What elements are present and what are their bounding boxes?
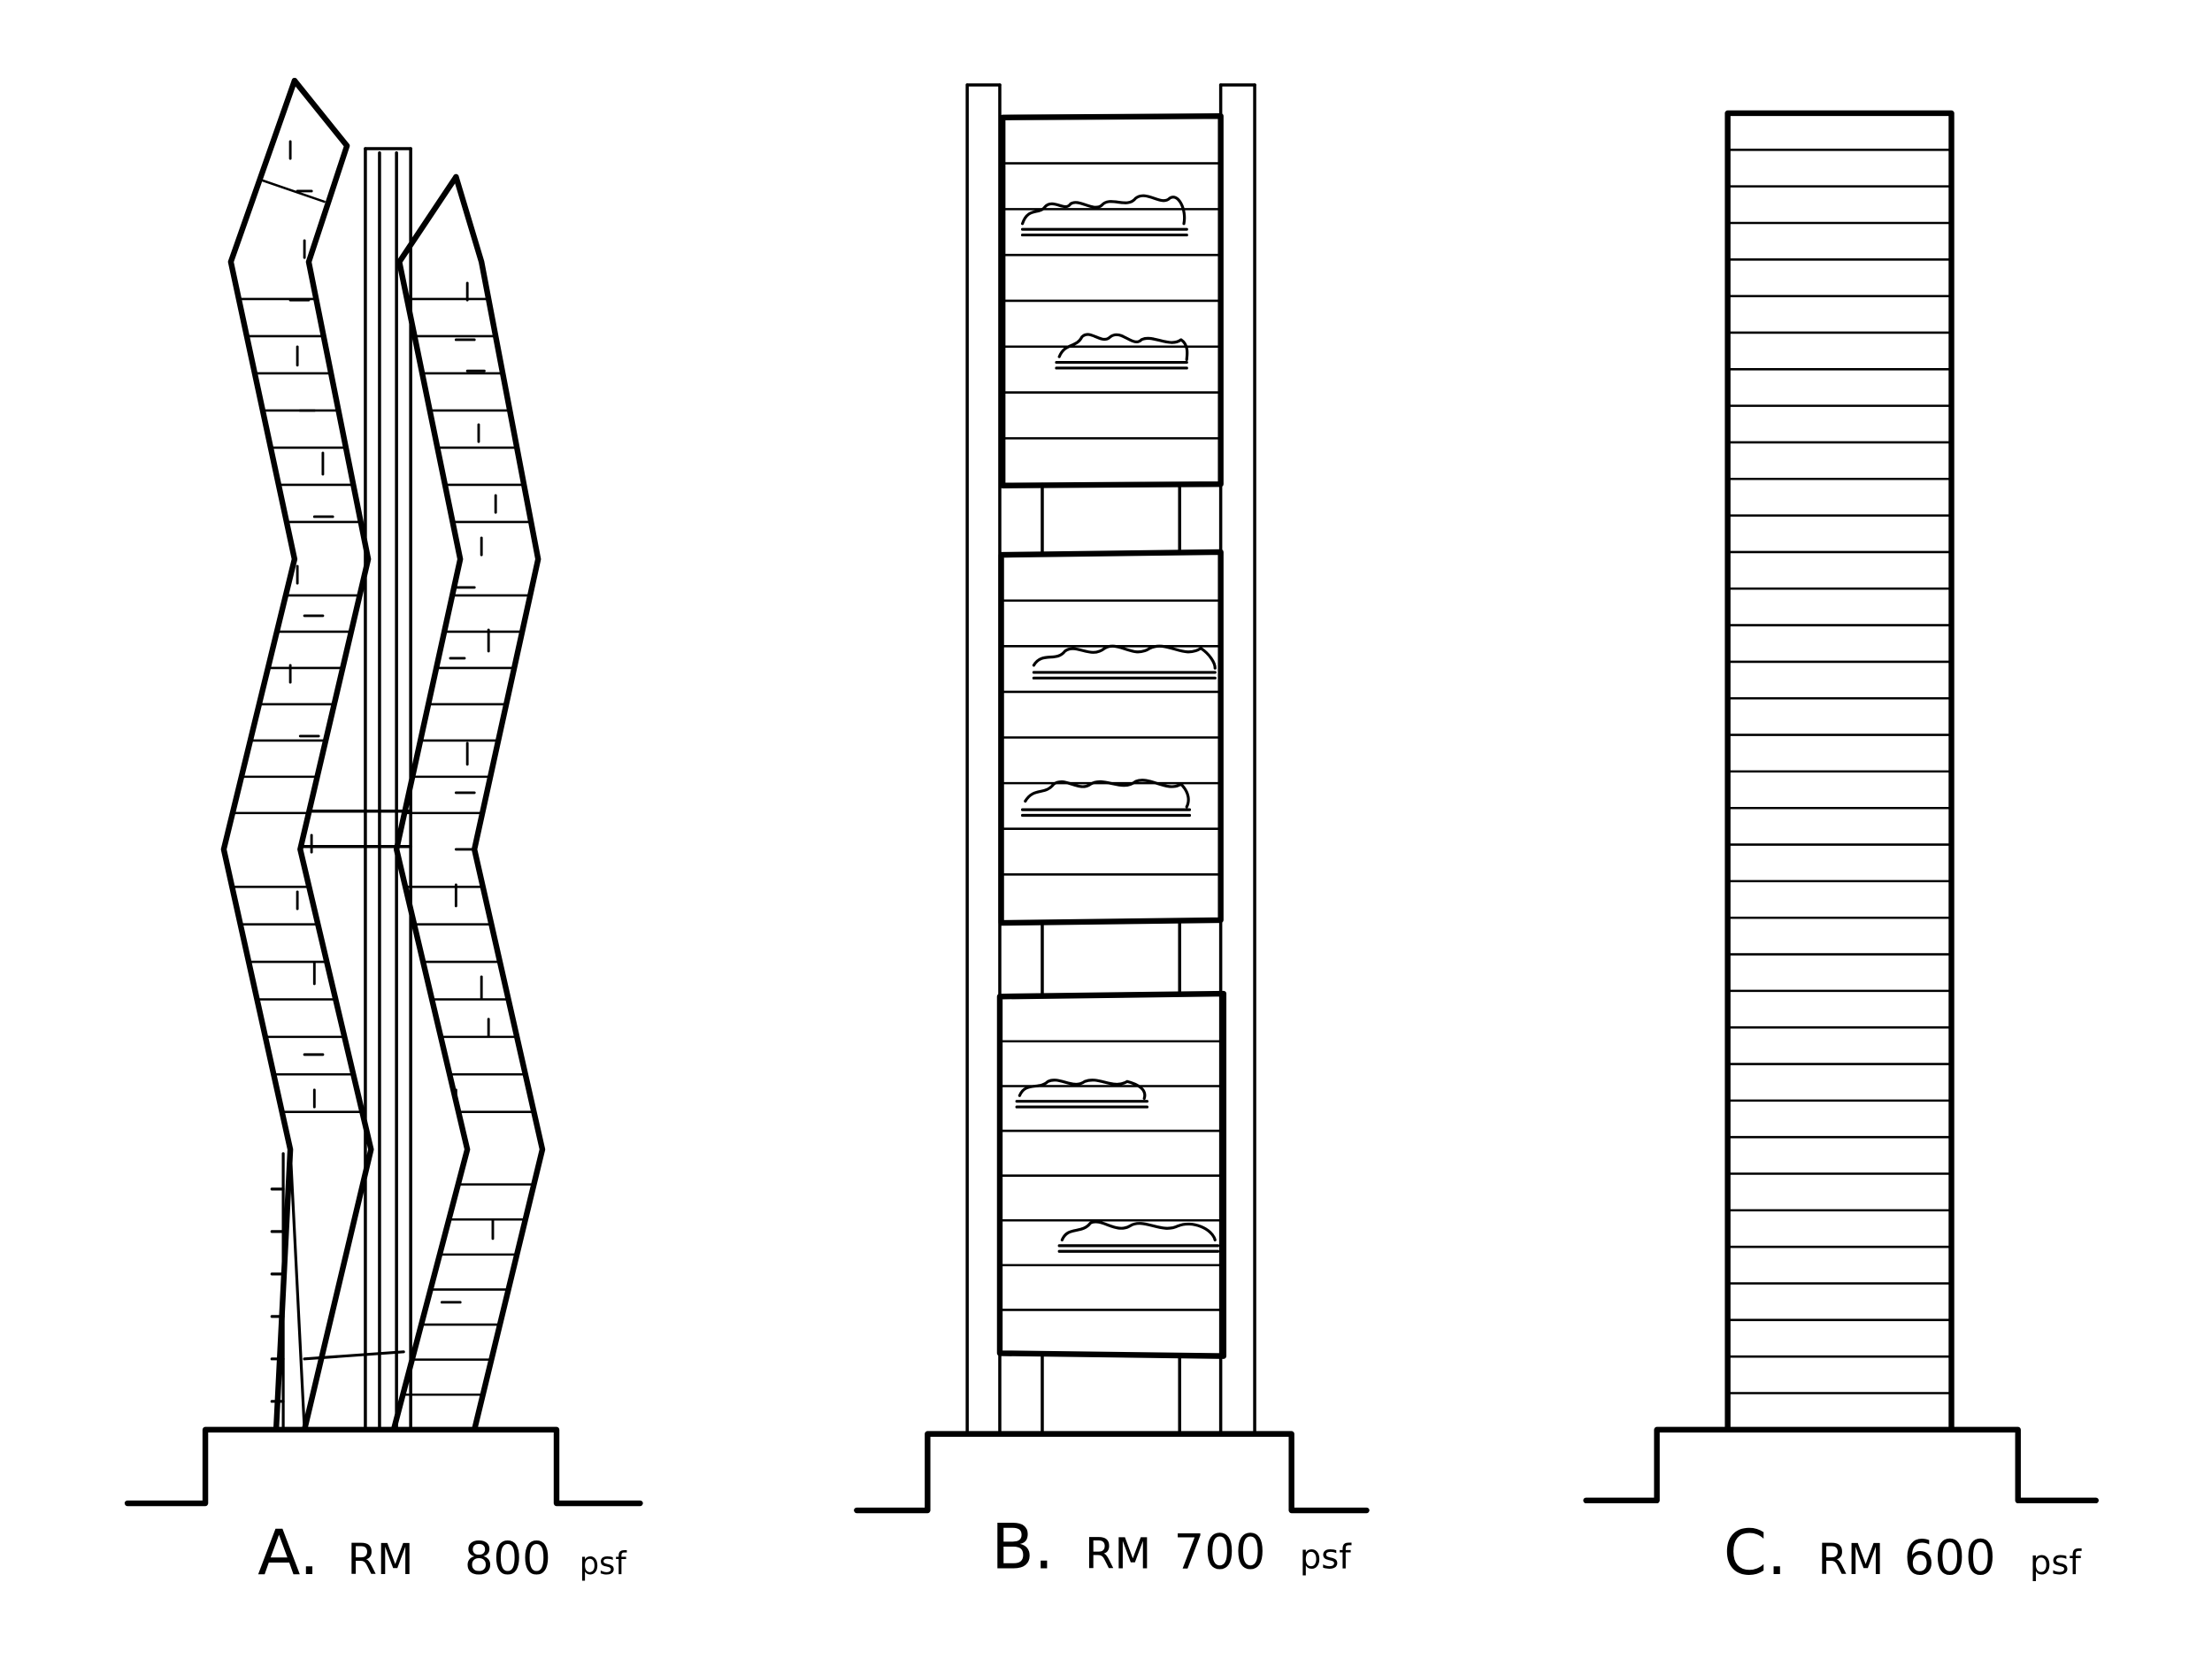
building-a-podium xyxy=(124,1426,643,1507)
building-c-label: C. RM 600 psf xyxy=(1724,1517,2083,1589)
building-b-label-price: 700 xyxy=(1174,1525,1266,1580)
svg-text:A. RM 800 ps: A. RM 800 psf xyxy=(257,1517,627,1589)
building-c-floor-lines xyxy=(1726,149,1953,1394)
building-b-label: B. RM 700 psf xyxy=(991,1511,1352,1584)
building-a-window-marks xyxy=(288,140,497,1304)
building-b-block-upper xyxy=(999,112,1224,488)
building-a-left-floor-lines xyxy=(231,179,364,1113)
building-b-block-middle xyxy=(998,549,1224,926)
building-a-left-tower xyxy=(220,77,374,1433)
building-b-block-lower xyxy=(996,990,1227,1359)
building-a-label-letter: A. xyxy=(257,1517,319,1589)
building-a-elevation xyxy=(124,77,643,1507)
building-c-podium xyxy=(1583,1426,2099,1504)
floor-line xyxy=(261,179,326,204)
building-c-label-letter: C. xyxy=(1724,1517,1787,1589)
building-a-lower-annex xyxy=(270,1148,405,1432)
building-a-label-currency: RM xyxy=(348,1535,414,1585)
building-b-label-unit: psf xyxy=(1300,1538,1352,1578)
building-c-label-unit: psf xyxy=(2030,1543,2082,1583)
building-b-label-currency: RM xyxy=(1085,1530,1151,1579)
building-b-label-letter: B. xyxy=(991,1511,1054,1584)
building-c-label-currency: RM xyxy=(1818,1535,1885,1585)
building-b-elevation xyxy=(854,83,1370,1514)
building-a-label: A. RM 800 psf xyxy=(257,1517,627,1589)
building-c-elevation xyxy=(1583,110,2099,1504)
svg-text:B. RM 700 ps: B. RM 700 psf xyxy=(991,1511,1352,1584)
building-a-right-floor-lines xyxy=(402,297,535,1396)
building-c-label-price: 600 xyxy=(1904,1530,1996,1586)
svg-text:C. RM 600 ps: C. RM 600 psf xyxy=(1724,1517,2083,1589)
building-a-label-unit: psf xyxy=(580,1546,628,1582)
building-b-sky-gardens xyxy=(1015,194,1220,1253)
building-b-podium xyxy=(854,1431,1370,1514)
building-a-right-tower xyxy=(390,173,546,1433)
building-a-label-price: 800 xyxy=(465,1532,551,1586)
